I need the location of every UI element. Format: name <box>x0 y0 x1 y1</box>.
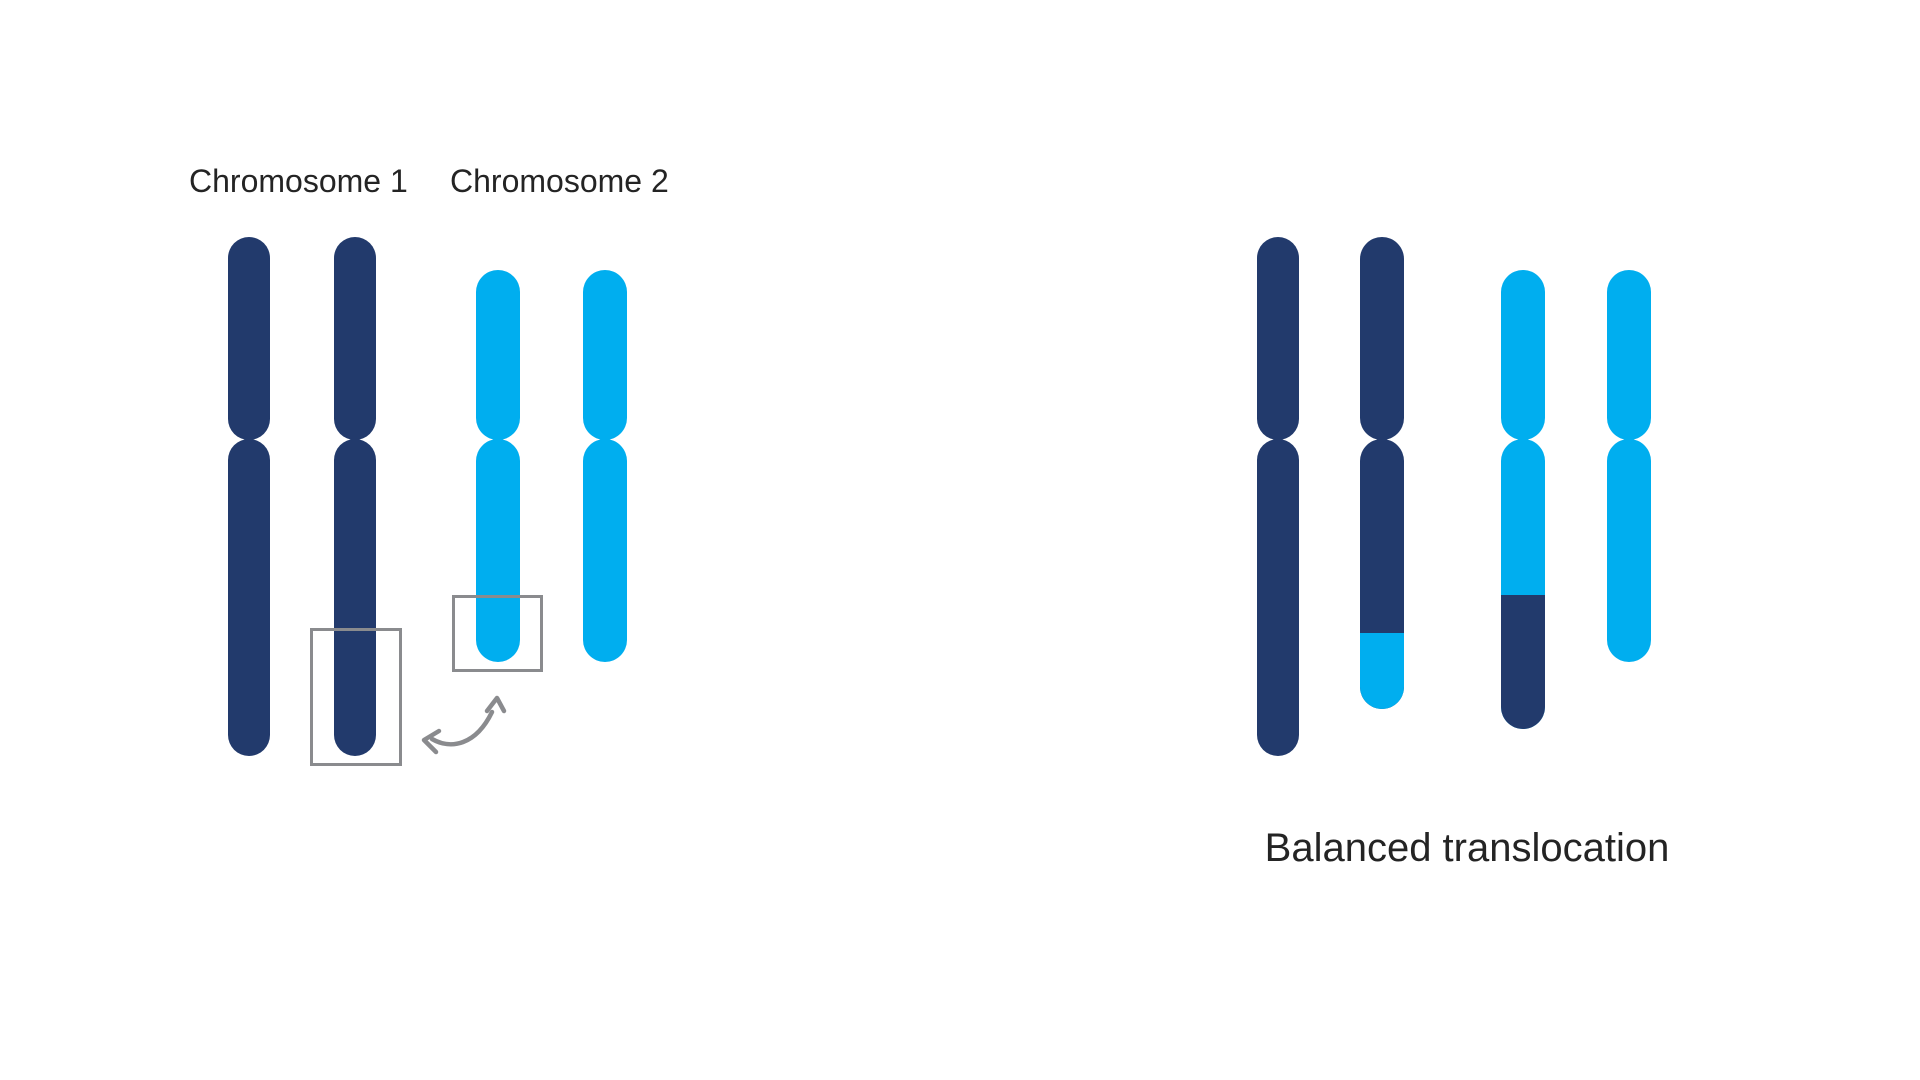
result-chromosome-2-normal-p-arm <box>1607 270 1651 440</box>
chromosome-2-copy-1-q-arm <box>476 439 520 662</box>
chromosome-2-label: Chromosome 2 <box>450 163 669 199</box>
swap-arrow-right-head <box>484 695 507 714</box>
chromosome-1-copy-1-p-arm <box>228 237 270 440</box>
swap-arrow-icon <box>421 695 507 755</box>
derivative-chromosome-1-q-arm <box>1360 439 1404 709</box>
chromosome-2-copy-2-q-arm <box>583 439 627 662</box>
swap-arrow-arc <box>429 709 495 747</box>
highlight-box-chromosome-2-tip <box>452 595 543 672</box>
result-chromosome-1-normal-p-arm <box>1257 237 1299 440</box>
chromosome-1-copy-1-q-arm <box>228 439 270 756</box>
chromosome-1-copy-2-p-arm <box>334 237 376 440</box>
derivative-chromosome-1-p-arm <box>1360 237 1404 440</box>
derivative-chromosome-2-q-arm <box>1501 439 1545 729</box>
chromosome-1-label: Chromosome 1 <box>189 163 408 199</box>
translocated-chromosome-1-segment <box>1501 595 1545 729</box>
balanced-translocation-caption: Balanced translocation <box>1264 826 1670 870</box>
chromosome-1-copy-2-q-arm <box>334 439 376 756</box>
result-chromosome-2-normal-q-arm <box>1607 439 1651 662</box>
highlight-box-chromosome-1-tip <box>310 628 402 766</box>
chromosome-2-copy-2-p-arm <box>583 270 627 440</box>
translocated-chromosome-2-segment <box>1360 633 1404 709</box>
chromosome-2-copy-1-p-arm <box>476 270 520 440</box>
swap-arrow-left-head <box>421 728 442 755</box>
result-chromosome-1-normal-q-arm <box>1257 439 1299 756</box>
derivative-chromosome-2-p-arm <box>1501 270 1545 440</box>
